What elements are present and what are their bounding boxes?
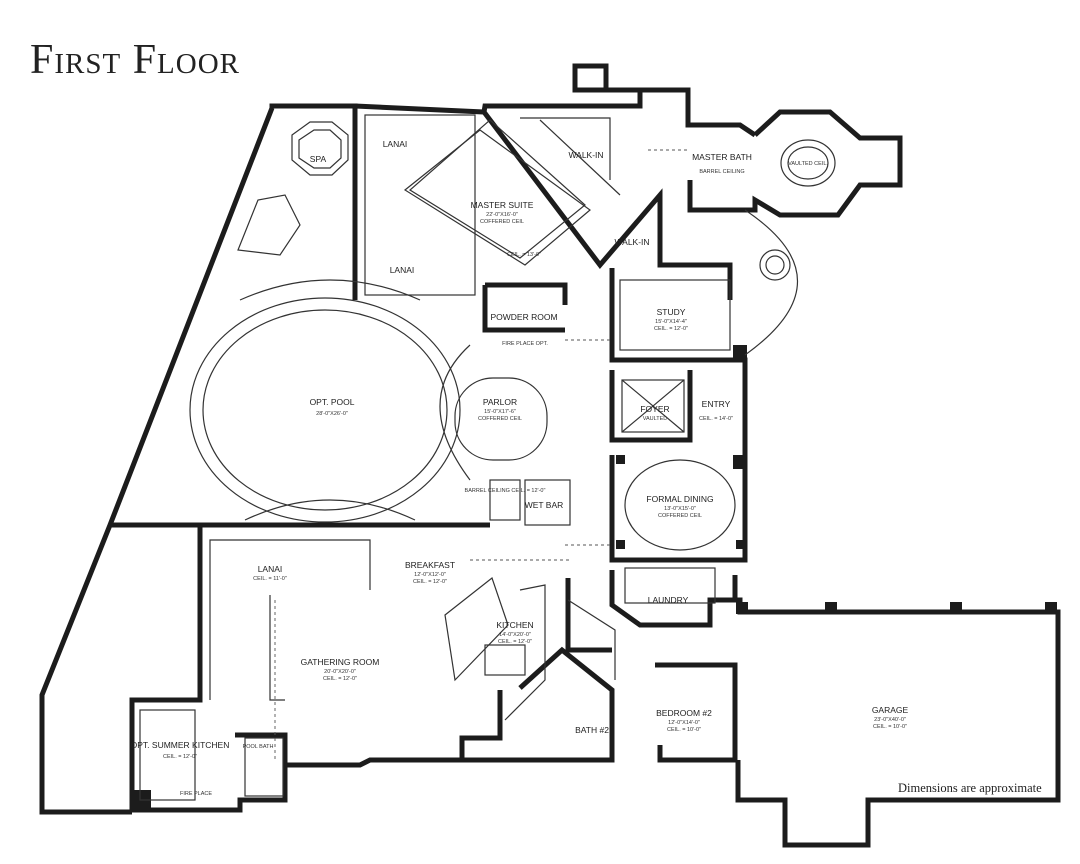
pool-dims: 28'-0"X26'-0" xyxy=(316,411,348,417)
walkin-1-label: WALK-IN xyxy=(568,150,603,160)
parlor-dims: 15'-0"X17'-6" xyxy=(484,409,516,415)
lanai-mid-label: LANAI xyxy=(390,265,415,275)
formal-dining-ceil: COFFERED CEIL xyxy=(658,513,702,519)
formal-dining-dims: 13'-0"X15'-0" xyxy=(664,506,696,512)
gathering-dims: 20'-0"X20'-0" xyxy=(324,669,356,675)
garage-ceil: CEIL. = 10'-0" xyxy=(873,724,907,730)
bedroom2-dims: 12'-0"X14'-0" xyxy=(668,720,700,726)
summer-kitchen-ceil: CEIL. = 12'-0" xyxy=(163,754,197,760)
walls xyxy=(39,63,1061,848)
detail-lines xyxy=(139,114,836,801)
breakfast-dims: 12'-0"X12'-0" xyxy=(414,572,446,578)
master-suite-label: MASTER SUITE xyxy=(471,200,534,210)
breakfast-label: BREAKFAST xyxy=(405,560,455,570)
wet-bar-label: WET BAR xyxy=(525,500,564,510)
fireplace-bottom-label: FIRE PLACE xyxy=(180,791,212,797)
lanai-top-label: LANAI xyxy=(383,139,408,149)
master-bath-label: MASTER BATH xyxy=(692,152,752,162)
pool-label: OPT. POOL xyxy=(310,397,355,407)
gathering-label: GATHERING ROOM xyxy=(301,657,380,667)
kitchen-label: KITCHEN xyxy=(496,620,533,630)
lanai-bottom-ceil: CEIL. = 11'-0" xyxy=(253,576,287,582)
garage-dims: 23'-0"X40'-0" xyxy=(874,717,906,723)
master-suite-dims: 22'-0"X16'-0" xyxy=(486,212,518,218)
garage-label: GARAGE xyxy=(872,705,909,715)
formal-dining-label: FORMAL DINING xyxy=(646,494,713,504)
walkin-2-label: WALK-IN xyxy=(614,237,649,247)
gathering-ceil: CEIL. = 12'-0" xyxy=(323,676,357,682)
laundry-label: LAUNDRY xyxy=(648,595,689,605)
powder-room-label: POWDER ROOM xyxy=(490,312,557,322)
room-labels: SPA LANAI LANAI MASTER SUITE 22'-0"X16'-… xyxy=(131,139,909,797)
breakfast-ceil: CEIL. = 12'-0" xyxy=(413,579,447,585)
vaulted-label: VAULTED CEIL. xyxy=(788,161,828,167)
summer-kitchen-label: OPT. SUMMER KITCHEN xyxy=(131,740,230,750)
master-bath-ceil: BARREL CEILING xyxy=(699,169,744,175)
lanai-bottom-label: LANAI xyxy=(258,564,283,574)
dimensions-note: Dimensions are approximate xyxy=(898,781,1042,795)
master-suite-ceil: COFFERED CEIL xyxy=(480,219,524,225)
kitchen-ceil: CEIL. = 12'-0" xyxy=(498,639,532,645)
parlor-ceil: COFFERED CEIL xyxy=(478,416,522,422)
study-dims: 15'-0"X14'-4" xyxy=(655,319,687,325)
bedroom2-label: BEDROOM #2 xyxy=(656,708,712,718)
barrel-label: BARREL CEILING CEIL. = 12'-0" xyxy=(465,488,546,494)
study-label: STUDY xyxy=(657,307,686,317)
bath2-label: BATH #2 xyxy=(575,725,609,735)
entry-label: ENTRY xyxy=(702,399,731,409)
study-ceil: CEIL. = 12'-0" xyxy=(654,326,688,332)
foyer-label: FOYER xyxy=(640,404,669,414)
foyer-ceil: VAULTED xyxy=(643,416,668,422)
master-suite-ceil2: CEIL. = 13'-0" xyxy=(507,252,541,258)
entry-ceil: CEIL. = 14'-0" xyxy=(699,416,733,422)
pool-bath-label: POOL BATH xyxy=(243,744,274,750)
plan-title: First Floor xyxy=(30,37,241,83)
kitchen-dims: 14'-0"X20'-0" xyxy=(499,632,531,638)
parlor-label: PARLOR xyxy=(483,397,517,407)
spa-label: SPA xyxy=(310,154,327,164)
bedroom2-ceil: CEIL. = 10'-0" xyxy=(667,727,701,733)
fireplace-top-label: FIRE PLACE OPT. xyxy=(502,341,548,347)
